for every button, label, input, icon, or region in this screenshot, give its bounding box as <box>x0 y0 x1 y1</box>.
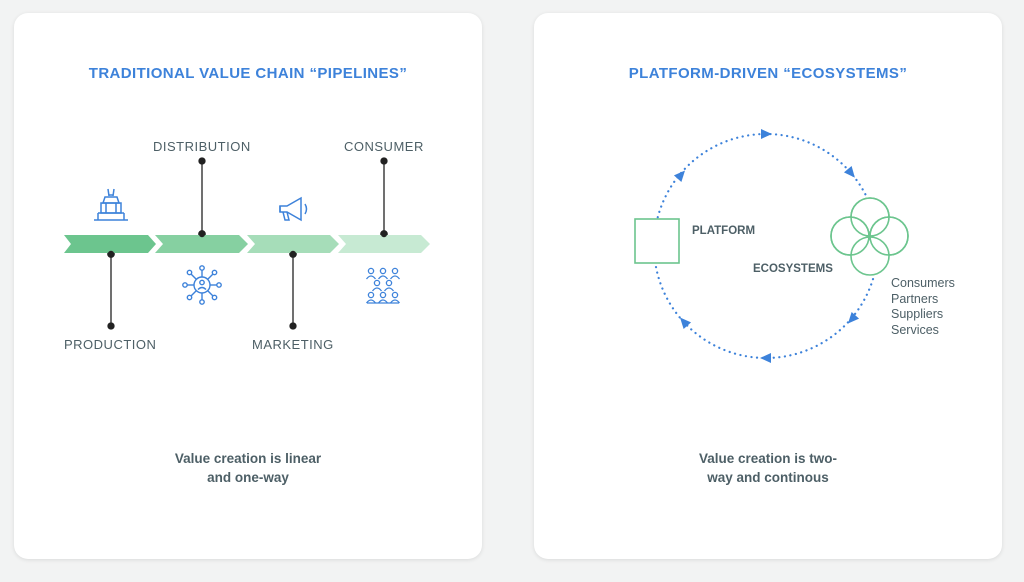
arrow-icon <box>679 317 692 330</box>
pipelines-card: TRADITIONAL VALUE CHAIN “PIPELINES” <box>14 13 482 559</box>
network-person-icon <box>182 265 222 305</box>
member-item: Suppliers <box>891 307 944 321</box>
megaphone-icon <box>279 196 308 222</box>
people-group-icon <box>365 267 401 304</box>
distribution-label: DISTRIBUTION <box>153 139 251 154</box>
ecosystems-card: PLATFORM-DRIVEN “ECOSYSTEMS” PLATFORM <box>534 13 1002 559</box>
pipelines-title: TRADITIONAL VALUE CHAIN “PIPELINES” <box>88 65 408 82</box>
factory-icon <box>94 188 128 221</box>
consumer-label: CONSUMER <box>344 139 424 154</box>
arrow-icon <box>761 129 772 139</box>
ecosystem-circles <box>830 197 909 276</box>
pipelines-caption: Value creation is linear and one-way <box>174 451 322 485</box>
pipeline-diagram <box>64 157 430 330</box>
distribution-dot-top <box>198 157 206 165</box>
ecosystems-label: ECOSYSTEMS <box>753 263 833 275</box>
loop-arrows <box>673 129 860 363</box>
distribution-arrow-segment <box>155 235 248 253</box>
marketing-dot-bottom <box>289 322 297 330</box>
consumer-arrow-segment <box>338 235 430 253</box>
production-arrow-segment <box>64 235 156 253</box>
ecosystems-title: PLATFORM-DRIVEN “ECOSYSTEMS” <box>628 65 908 82</box>
marketing-arrow-segment <box>247 235 339 253</box>
arrow-icon <box>673 170 686 183</box>
ecosystem-diagram <box>634 129 909 363</box>
arrow-icon <box>760 353 771 363</box>
production-label: PRODUCTION <box>64 337 157 352</box>
ecosystems-caption: Value creation is two- way and continous <box>698 451 838 485</box>
member-item: Consumers <box>891 276 955 290</box>
member-item: Partners <box>891 291 939 306</box>
ecosystem-members: Consumers Partners Suppliers Services <box>891 276 955 338</box>
arrow-icon <box>843 165 855 178</box>
platform-label: PLATFORM <box>692 225 756 237</box>
arrow-icon <box>847 311 860 324</box>
marketing-label: MARKETING <box>252 337 334 352</box>
consumer-dot-top <box>380 157 388 165</box>
production-dot-bottom <box>107 322 115 330</box>
platform-square <box>634 218 680 264</box>
member-item: Services <box>891 322 939 337</box>
